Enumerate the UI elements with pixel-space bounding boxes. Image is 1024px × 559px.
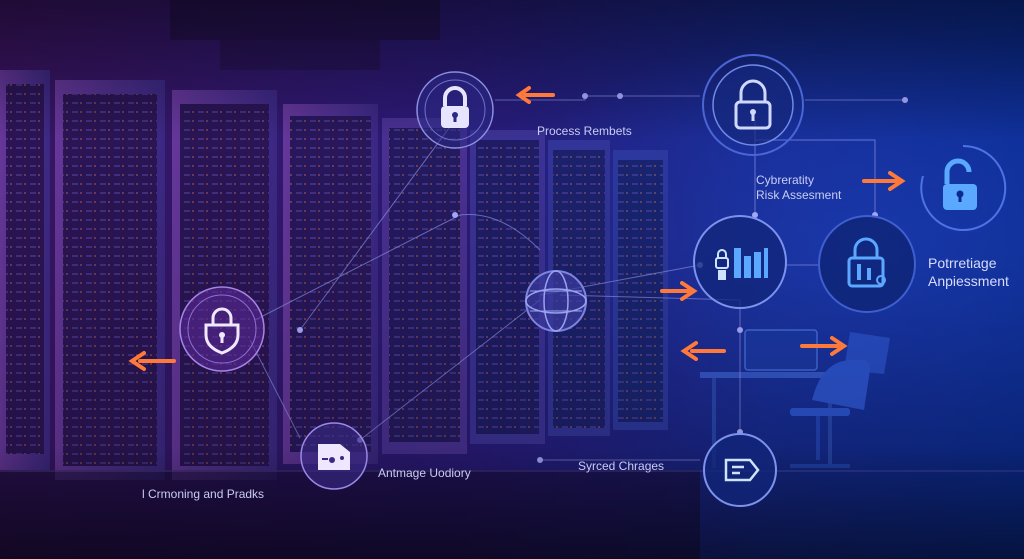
arrow-left-icon xyxy=(680,341,726,361)
document-icon xyxy=(300,422,368,490)
risk-assessment-label: Cybreratity Risk Assesment xyxy=(756,173,841,203)
portfolio-assessment-label: Potrretiage Anpiessment xyxy=(928,254,1009,290)
document-node xyxy=(298,420,370,492)
arrow-left-icon xyxy=(128,350,176,372)
message-icon xyxy=(703,433,777,507)
bar-chart-node xyxy=(690,212,790,312)
arrow-right-icon xyxy=(800,335,848,357)
padlock-node-top xyxy=(415,70,495,150)
open-padlock-icon xyxy=(920,144,1007,231)
padlock-node-large xyxy=(700,52,806,158)
padlock-node-left xyxy=(178,285,266,373)
antimage-label: Antmage Uodiory xyxy=(378,466,471,480)
globe-icon xyxy=(525,270,587,332)
process-label: Process Rembets xyxy=(537,124,632,138)
padlock-icon xyxy=(416,71,494,149)
portfolio-label-line1: Potrretiage xyxy=(928,255,997,271)
padlock-icon xyxy=(179,286,265,372)
portfolio-label-line2: Anpiessment xyxy=(928,273,1009,289)
padlock-icon xyxy=(702,54,804,156)
monitoring-label: l Crmoning and Pradks xyxy=(142,487,265,501)
shield-lock-node xyxy=(815,212,920,317)
arrow-right-icon xyxy=(862,171,906,191)
synced-label: Syrced Chrages xyxy=(578,459,665,473)
shield-lock-icon xyxy=(818,215,916,313)
risk-label-line1: Cybreratity xyxy=(756,173,815,187)
message-node xyxy=(700,430,780,510)
arrow-left-icon xyxy=(515,86,555,104)
bar-chart-icon xyxy=(693,215,787,309)
globe-node xyxy=(520,265,592,337)
open-padlock-node xyxy=(915,140,1011,236)
arrow-right-icon xyxy=(660,281,698,301)
risk-label-line2: Risk Assesment xyxy=(756,188,842,202)
